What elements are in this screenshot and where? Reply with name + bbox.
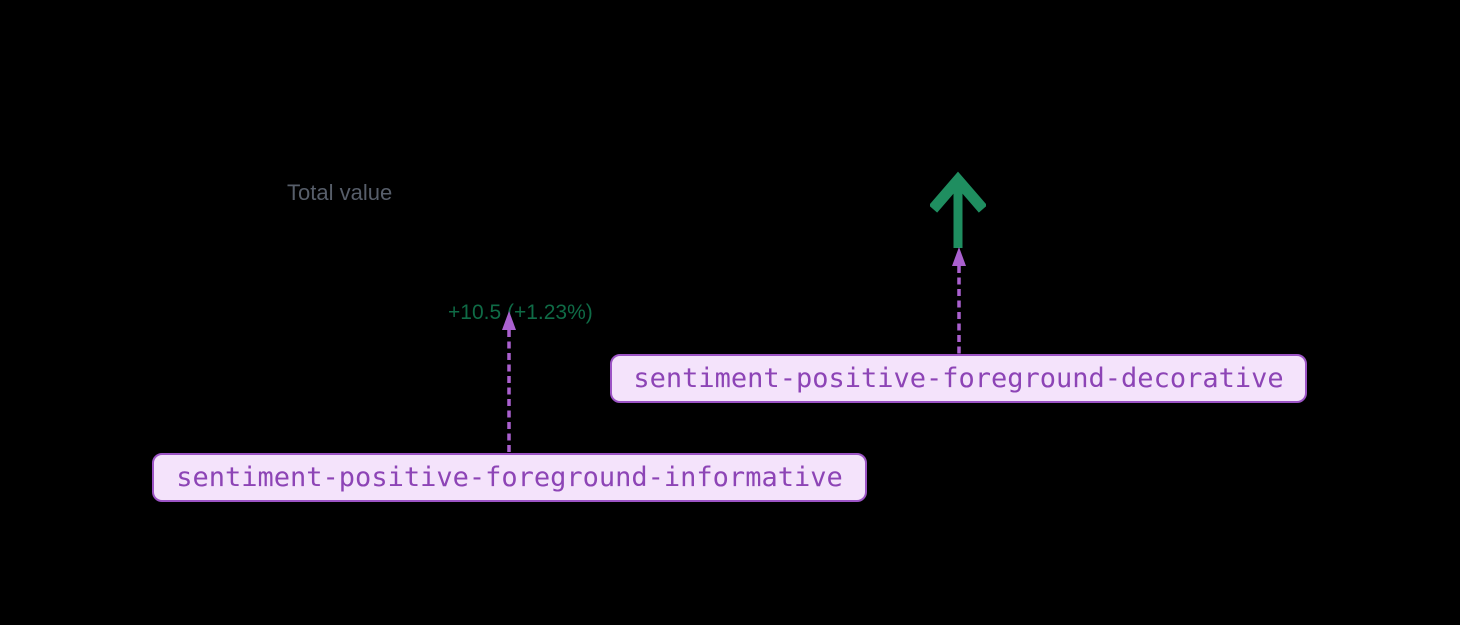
token-badge-decorative-label: sentiment-positive-foreground-decorative (633, 363, 1284, 394)
token-badge-decorative: sentiment-positive-foreground-decorative (610, 354, 1307, 403)
token-badge-informative-label: sentiment-positive-foreground-informativ… (176, 462, 843, 493)
metric-change-value: +10.5 (+1.23%) (448, 301, 593, 324)
metric-label: Total value (287, 180, 393, 205)
token-badge-informative: sentiment-positive-foreground-informativ… (152, 453, 867, 502)
annotation-dashed-arrow-informative (502, 311, 516, 454)
annotation-dashed-arrow-decorative (952, 247, 966, 355)
trend-up-arrow-icon (930, 171, 986, 248)
